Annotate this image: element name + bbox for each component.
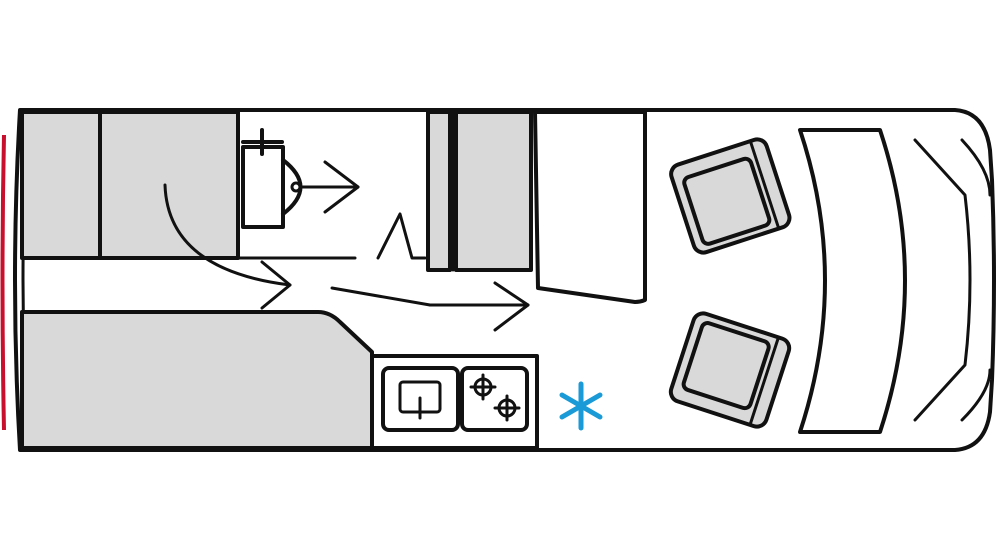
- burner-icon: [469, 373, 497, 401]
- dinette-bench-back: [426, 110, 452, 272]
- kitchen-sink: [381, 366, 460, 432]
- door-mark: [376, 212, 427, 260]
- vehicle-outline: [13, 108, 996, 452]
- rear-lounge-bench: [20, 310, 374, 450]
- windscreen-line: [913, 138, 972, 422]
- burner-icon: [493, 394, 521, 422]
- rear-bed-left: [20, 110, 102, 260]
- arrow-icon: [163, 183, 292, 310]
- kitchen-counter: [370, 354, 539, 450]
- rear-accent-stripe: [0, 134, 6, 431]
- toilet: [241, 128, 303, 229]
- driver-seat: [669, 137, 792, 255]
- arrow-icon: [330, 281, 530, 332]
- cab-front-line: [960, 138, 992, 422]
- arrow-icon: [298, 160, 360, 214]
- dinette-table: [533, 110, 647, 304]
- snowflake-icon: [559, 381, 603, 431]
- dashboard: [798, 128, 907, 434]
- passenger-seat: [668, 311, 792, 429]
- rear-bed-right: [98, 110, 240, 260]
- kitchen-hob: [460, 366, 529, 432]
- dinette-bench: [454, 110, 533, 272]
